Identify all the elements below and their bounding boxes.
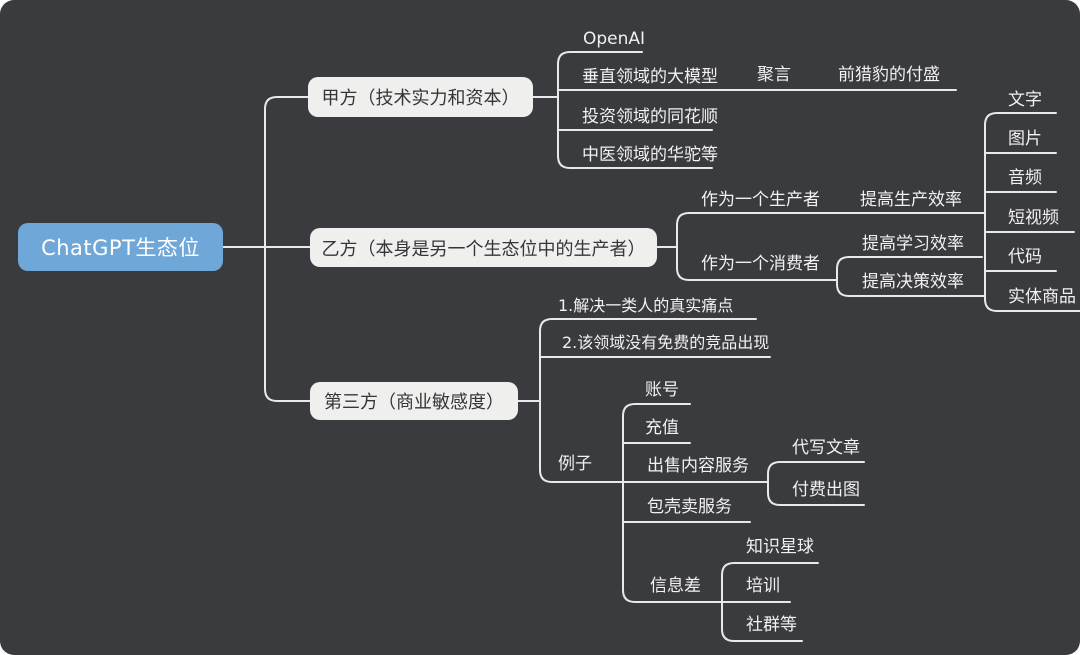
node-wrapper-services[interactable]: 包壳卖服务 [647,497,732,517]
node-openai[interactable]: OpenAI [583,29,646,49]
root-node-chatgpt-niche[interactable]: ChatGPT生态位 [18,223,223,271]
node-vertical-llm[interactable]: 垂直领域的大模型 [582,67,718,87]
node-as-producer[interactable]: 作为一个生产者 [701,190,820,210]
node-juyan[interactable]: 聚言 [757,65,791,85]
node-audio-content[interactable]: 音频 [1008,168,1042,188]
node-ghostwriting[interactable]: 代写文章 [792,438,860,458]
node-paid-image-generation[interactable]: 付费出图 [792,480,860,500]
node-huatuo-tcm[interactable]: 中医领域的华驼等 [582,145,718,165]
node-improve-learning-efficiency[interactable]: 提高学习效率 [862,234,964,254]
node-solve-real-painpoint[interactable]: 1.解决一类人的真实痛点 [558,296,734,315]
node-ex-cheetah-fusheng[interactable]: 前猎豹的付盛 [838,65,940,85]
node-sell-content-services[interactable]: 出售内容服务 [647,456,749,476]
node-text-content[interactable]: 文字 [1008,90,1042,110]
node-image-content[interactable]: 图片 [1008,129,1042,149]
node-no-free-competitor[interactable]: 2.该领域没有免费的竞品出现 [562,333,770,352]
node-training[interactable]: 培训 [746,576,780,596]
node-short-video-content[interactable]: 短视频 [1008,208,1059,228]
branch-party-b[interactable]: 乙方（本身是另一个生态位中的生产者） [310,228,657,267]
branch-third-party[interactable]: 第三方（商业敏感度） [310,382,518,420]
node-physical-goods[interactable]: 实体商品 [1008,287,1076,307]
node-zhishixingqiu[interactable]: 知识星球 [746,537,814,557]
node-examples[interactable]: 例子 [558,454,592,474]
branch-party-a[interactable]: 甲方（技术实力和资本） [308,77,533,117]
node-information-gap[interactable]: 信息差 [650,576,701,596]
node-improve-decision-efficiency[interactable]: 提高决策效率 [862,272,964,292]
node-top-up[interactable]: 充值 [645,418,679,438]
node-code-content[interactable]: 代码 [1008,247,1042,267]
node-improve-production-efficiency[interactable]: 提高生产效率 [860,190,962,210]
node-accounts[interactable]: 账号 [645,380,679,400]
node-as-consumer[interactable]: 作为一个消费者 [701,254,820,274]
node-communities[interactable]: 社群等 [746,615,797,635]
node-tonghuashun-investment[interactable]: 投资领域的同花顺 [582,107,718,127]
